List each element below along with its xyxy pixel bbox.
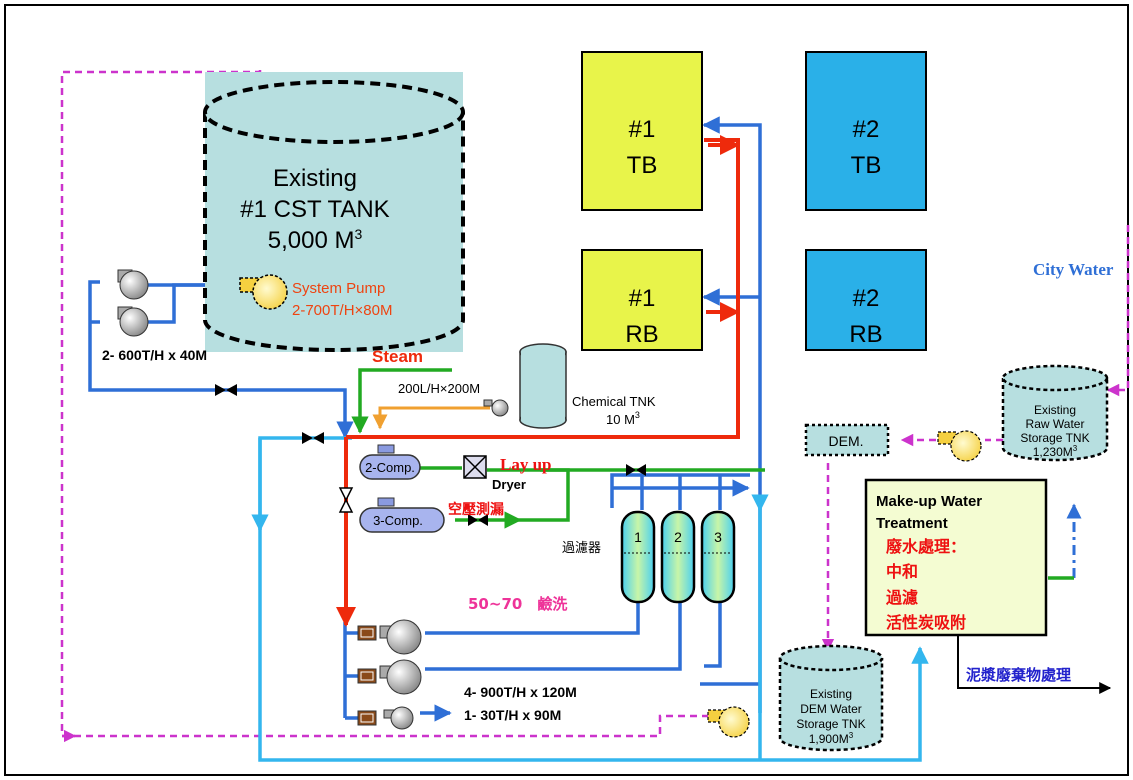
system-pump-spec: 2-700T/H×80M [292,302,392,319]
rb2-l1: #2 [853,285,880,312]
filter-2-label: 2 [674,529,682,545]
raw-water-tank: Existing Raw Water Storage TNK 1,230M3 [1001,364,1109,462]
makeup-title1: Make-up Water [876,493,982,510]
tank-line2: #1 CST TANK [240,196,389,223]
filter-label: 過濾器 [562,541,601,556]
dem-box-label: DEM. [829,433,864,449]
bottom-pumps-line2: 1- 30T/H x 90M [464,707,561,723]
building-rb1: #1 RB [581,249,703,351]
compressor-3-label: 3-Comp. [373,513,423,528]
magenta-lines [60,70,1130,743]
dem-tank-l1: Existing [810,687,852,701]
rb1-l1: #1 [629,285,656,312]
compressor-2: 2-Comp. [359,444,421,480]
makeup-item3: 活性炭吸附 [886,613,966,632]
red-pipes [336,135,740,627]
chemical-tank [519,343,567,429]
makeup-item0: 廢水處理： [886,537,966,556]
cst-tank: Existing #1 CST TANK 5,000 M3 System Pum… [203,72,465,352]
sludge-arrow [957,636,1112,694]
chem-line-label: 200L/H×200M [398,381,480,396]
filter-vessels [620,510,736,604]
building-tb2: #2 TB [805,51,927,211]
orange-pipe [372,406,490,430]
city-water-label: City Water [1033,260,1114,279]
tank-line1: Existing [273,165,357,192]
filter-1-label: 1 [634,529,642,545]
gate-valve-icon [338,487,354,513]
steam-label: Steam [372,347,423,366]
layup-label: Lay up [500,455,552,474]
makeup-item2: 過濾 [885,588,918,607]
system-pump-icon [239,274,288,310]
air-leak-label: 空壓測漏 [448,501,504,518]
makeup-title2: Treatment [876,515,948,532]
flush-label: 50~70 鹼洗 [468,595,567,613]
chem-pump-icon [483,399,509,417]
dem-box: DEM. [804,423,890,457]
valve-icons [215,384,646,526]
makeup-treatment-box: Make-up Water Treatment 廢水處理： 中和 過濾 活性炭吸… [864,478,1048,637]
left-pump-icon [117,269,149,337]
rb1-l2: RB [625,321,658,348]
chem-tank-label2: 10 M3 [606,410,640,427]
building-rb2: #2 RB [805,249,927,351]
raw-tank-l1: Existing [1034,403,1076,417]
raw-water-pump-icon [937,430,982,462]
rb2-l2: RB [849,321,882,348]
building-tb1: #1 TB [581,51,703,211]
sludge-label: 泥漿廢棄物處理 [966,666,1071,684]
raw-tank-l3: Storage TNK [1020,431,1089,445]
compressor-2-label: 2-Comp. [365,460,415,475]
tb2-l2: TB [851,152,882,179]
tb2-l1: #2 [853,116,880,143]
system-pump-name: System Pump [292,280,385,297]
lightblue-pipes [251,436,929,762]
compressor-3: 3-Comp. [359,497,445,533]
makeup-item1: 中和 [886,562,918,581]
left-pumps-label: 2- 600T/H x 40M [102,347,207,363]
dem-water-tank: Existing DEM Water Storage TNK 1,900M3 [778,644,884,752]
dem-pump-icon [707,706,750,738]
raw-tank-l4: 1,230M3 [1033,444,1078,459]
dryer-label: Dryer [492,477,526,492]
chem-tank-label1: Chemical TNK [572,394,656,409]
dem-tank-l3: Storage TNK [796,717,865,731]
bottom-pump-icons [357,619,422,730]
tank-line3: 5,000 M3 [268,226,363,254]
raw-tank-l2: Raw Water [1026,417,1085,431]
tb1-l1: #1 [629,116,656,143]
tb1-l2: TB [627,152,658,179]
filter-3-label: 3 [714,529,722,545]
bottom-pumps-line1: 4- 900T/H x 120M [464,684,577,700]
dryer-icon [463,455,487,479]
dem-tank-l4: 1,900M3 [809,731,854,746]
dem-tank-l2: DEM Water [800,702,862,716]
